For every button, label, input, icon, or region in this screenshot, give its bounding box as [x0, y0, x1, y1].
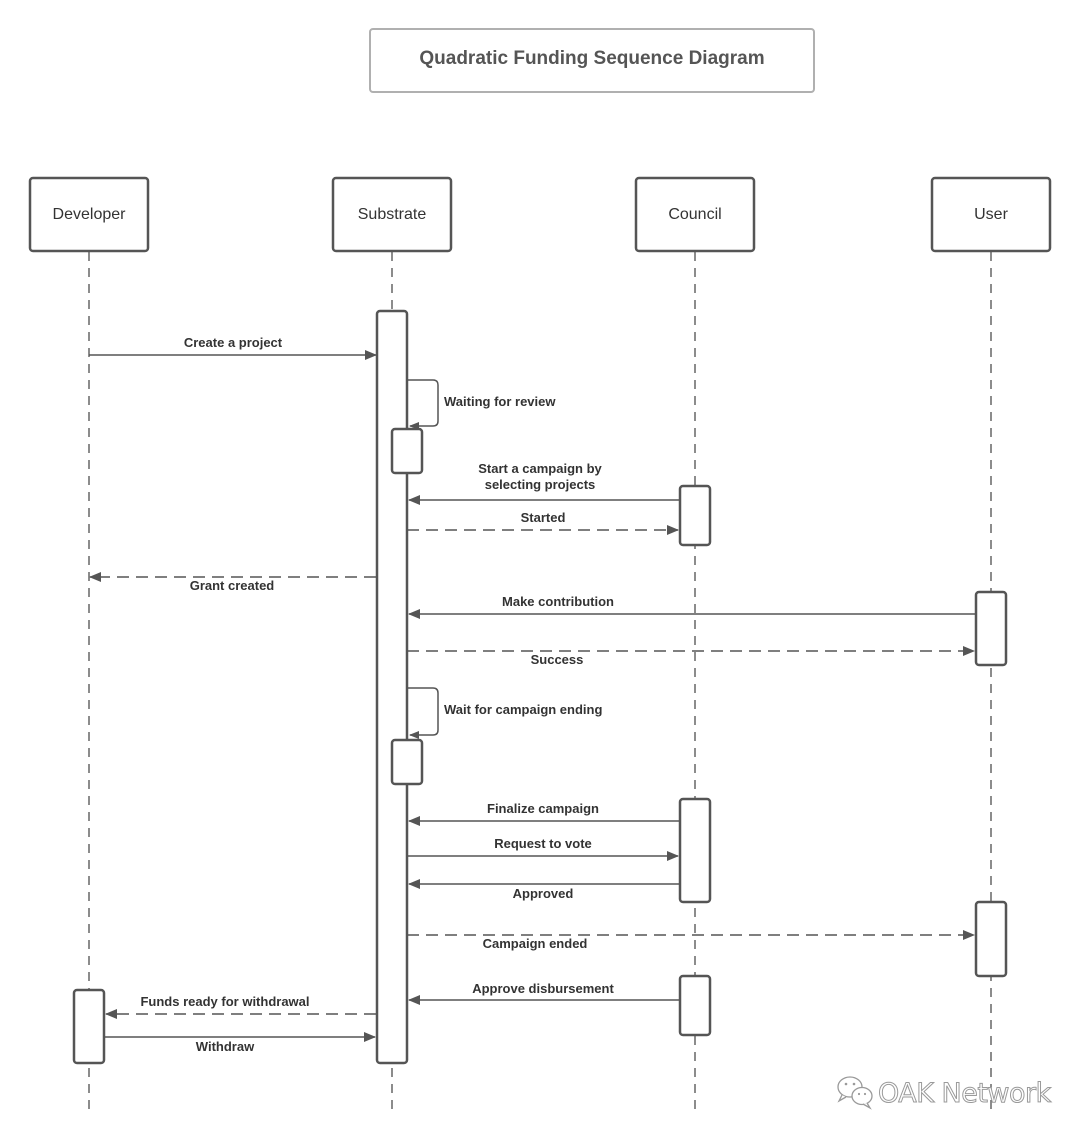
diagram-title-text: Quadratic Funding Sequence Diagram — [419, 48, 764, 69]
message-label-approved: Approved — [513, 886, 574, 901]
message-label-success: Success — [531, 652, 584, 667]
actor-council: Council — [634, 176, 756, 253]
actor-user: User — [930, 176, 1052, 253]
message-label-grant-created: Grant created — [190, 578, 275, 593]
actor-substrate-label: Substrate — [358, 206, 427, 223]
message-arrow-waiting-review — [407, 379, 439, 430]
activation-council-1 — [678, 484, 712, 547]
message-label-wait-campaign-ending: Wait for campaign ending — [444, 702, 602, 717]
message-label-start-campaign-line2: selecting projects — [485, 477, 596, 492]
message-label-campaign-ended: Campaign ended — [483, 936, 588, 951]
message-label-waiting-review: Waiting for review — [444, 394, 556, 409]
actor-user-label: User — [974, 206, 1008, 223]
message-label-approve-disbursement: Approve disbursement — [472, 981, 614, 996]
message-label-make-contribution: Make contribution — [502, 594, 614, 609]
actor-substrate: Substrate — [331, 176, 453, 253]
diagram-title: Quadratic Funding Sequence Diagram — [369, 28, 815, 93]
message-arrow-wait-campaign-ending — [407, 687, 439, 739]
activation-council-2 — [678, 797, 712, 904]
activation-substrate-main — [375, 309, 409, 1065]
watermark: OAK Network — [837, 1076, 1053, 1110]
actor-developer: Developer — [28, 176, 150, 253]
message-label-withdraw: Withdraw — [196, 1039, 255, 1054]
message-label-started: Started — [521, 510, 566, 525]
actor-council-label: Council — [668, 206, 721, 223]
message-label-create-project: Create a project — [184, 335, 283, 350]
actor-developer-label: Developer — [53, 206, 127, 223]
activation-developer — [72, 988, 106, 1065]
activation-substrate-review — [390, 427, 424, 475]
activation-council-3 — [678, 974, 712, 1037]
activation-user-2 — [974, 900, 1008, 978]
wechat-icon — [837, 1076, 873, 1110]
activation-substrate-wait — [390, 738, 424, 786]
watermark-text: OAK Network — [878, 1078, 1052, 1109]
message-label-finalize-campaign: Finalize campaign — [487, 801, 599, 816]
message-label-start-campaign-line1: Start a campaign by — [478, 461, 602, 476]
message-label-request-vote: Request to vote — [494, 836, 592, 851]
activation-user-1 — [974, 590, 1008, 667]
message-label-funds-ready: Funds ready for withdrawal — [140, 994, 309, 1009]
